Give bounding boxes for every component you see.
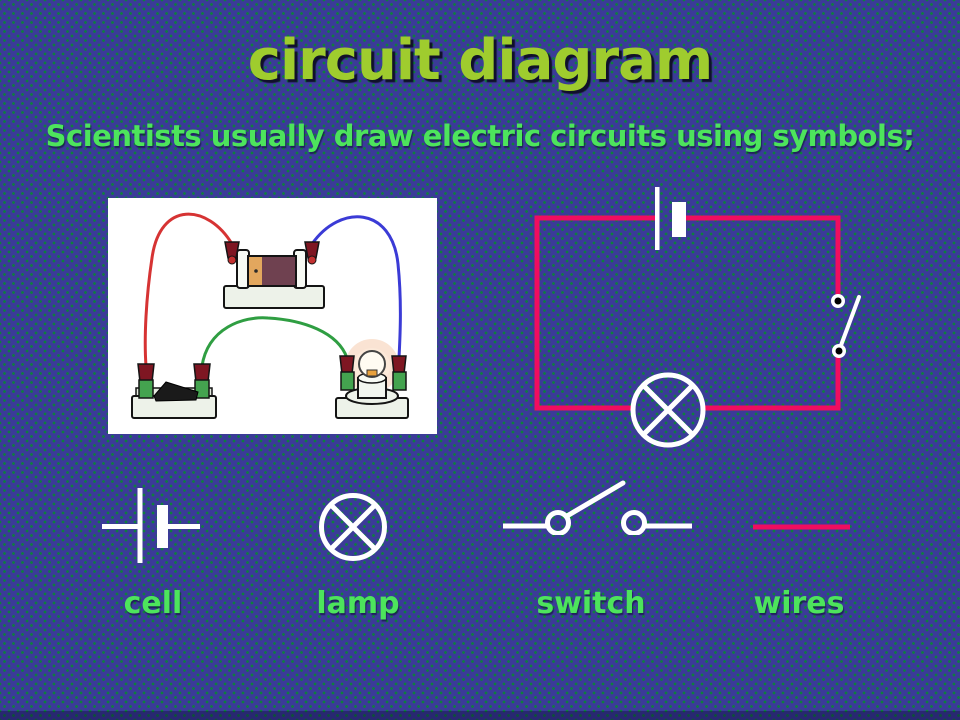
lamp-label: lamp (316, 586, 400, 621)
schematic-switch-icon (831, 294, 861, 358)
photo-blue-wire (310, 215, 402, 360)
photo-lamp (335, 339, 409, 419)
practical-circuit-photo (108, 198, 437, 434)
page-title: circuit diagram (247, 28, 713, 93)
wires-label: wires (753, 586, 845, 621)
cell-symbol-icon (102, 488, 200, 563)
schematic-cell-icon (655, 187, 686, 250)
bottom-shadow-band (0, 711, 960, 720)
photo-green-wire (200, 316, 349, 368)
circuit-schematic (534, 187, 861, 448)
practical-circuit-illustration (131, 212, 409, 419)
schematic-lamp-icon (630, 372, 706, 448)
photo-switch (131, 363, 217, 419)
subtitle-text: Scientists usually draw electric circuit… (45, 119, 915, 153)
switch-symbol-icon (503, 480, 692, 535)
photo-battery (223, 241, 325, 309)
cell-label: cell (123, 586, 183, 621)
schematic-wires (534, 215, 841, 411)
photo-red-wire (143, 212, 234, 368)
lamp-symbol-icon (319, 493, 387, 561)
switch-label: switch (536, 586, 646, 621)
wires-symbol-icon (753, 524, 850, 530)
